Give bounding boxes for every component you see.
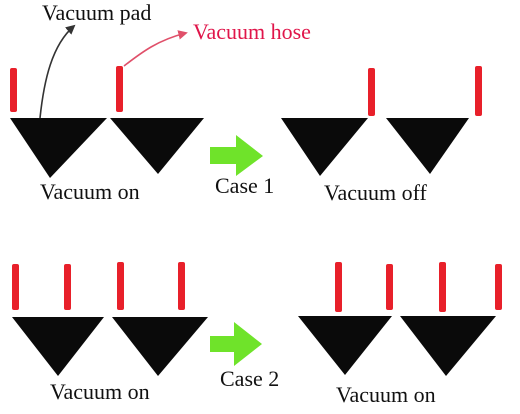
vacuum-pad <box>12 317 104 376</box>
vacuum-hose <box>368 68 375 116</box>
case-2-group: Vacuum on Case 2 Vacuum on <box>12 262 502 407</box>
vacuum-hose <box>116 66 123 112</box>
case-1-after-label: Vacuum off <box>324 180 428 205</box>
vacuum-hose <box>10 68 17 112</box>
vacuum-pad <box>10 118 107 178</box>
case-1-transition-arrow <box>210 135 263 176</box>
vacuum-hose <box>64 264 71 310</box>
vacuum-hose <box>117 262 124 310</box>
vacuum-hose <box>335 262 342 312</box>
vacuum-pad <box>298 316 392 375</box>
vacuum-pad <box>400 316 496 376</box>
vacuum-pad <box>112 317 208 376</box>
vacuum-pad <box>386 118 469 174</box>
vacuum-pad <box>110 118 204 174</box>
vacuum-hose-leader-arrow <box>123 30 188 67</box>
case-1-before-label: Vacuum on <box>40 179 140 204</box>
vacuum-pad <box>281 118 368 176</box>
vacuum-hose <box>386 264 393 310</box>
vacuum-hose <box>439 262 446 312</box>
vacuum-hose <box>12 264 19 310</box>
case-1-group: Vacuum pad Vacuum hose Vacuum on Case 1 … <box>10 0 482 205</box>
case-2-before-label: Vacuum on <box>50 379 150 404</box>
vacuum-hose-label: Vacuum hose <box>193 19 311 44</box>
vacuum-hose <box>475 66 482 116</box>
case-1-label: Case 1 <box>215 173 274 198</box>
vacuum-pad-label: Vacuum pad <box>42 0 151 25</box>
case-2-transition-arrow <box>210 322 262 366</box>
vacuum-pad-leader-arrow <box>39 24 76 119</box>
vacuum-hose <box>178 262 185 310</box>
case-2-after-label: Vacuum on <box>336 382 436 407</box>
case-2-label: Case 2 <box>220 366 279 391</box>
vacuum-hose <box>495 264 502 310</box>
